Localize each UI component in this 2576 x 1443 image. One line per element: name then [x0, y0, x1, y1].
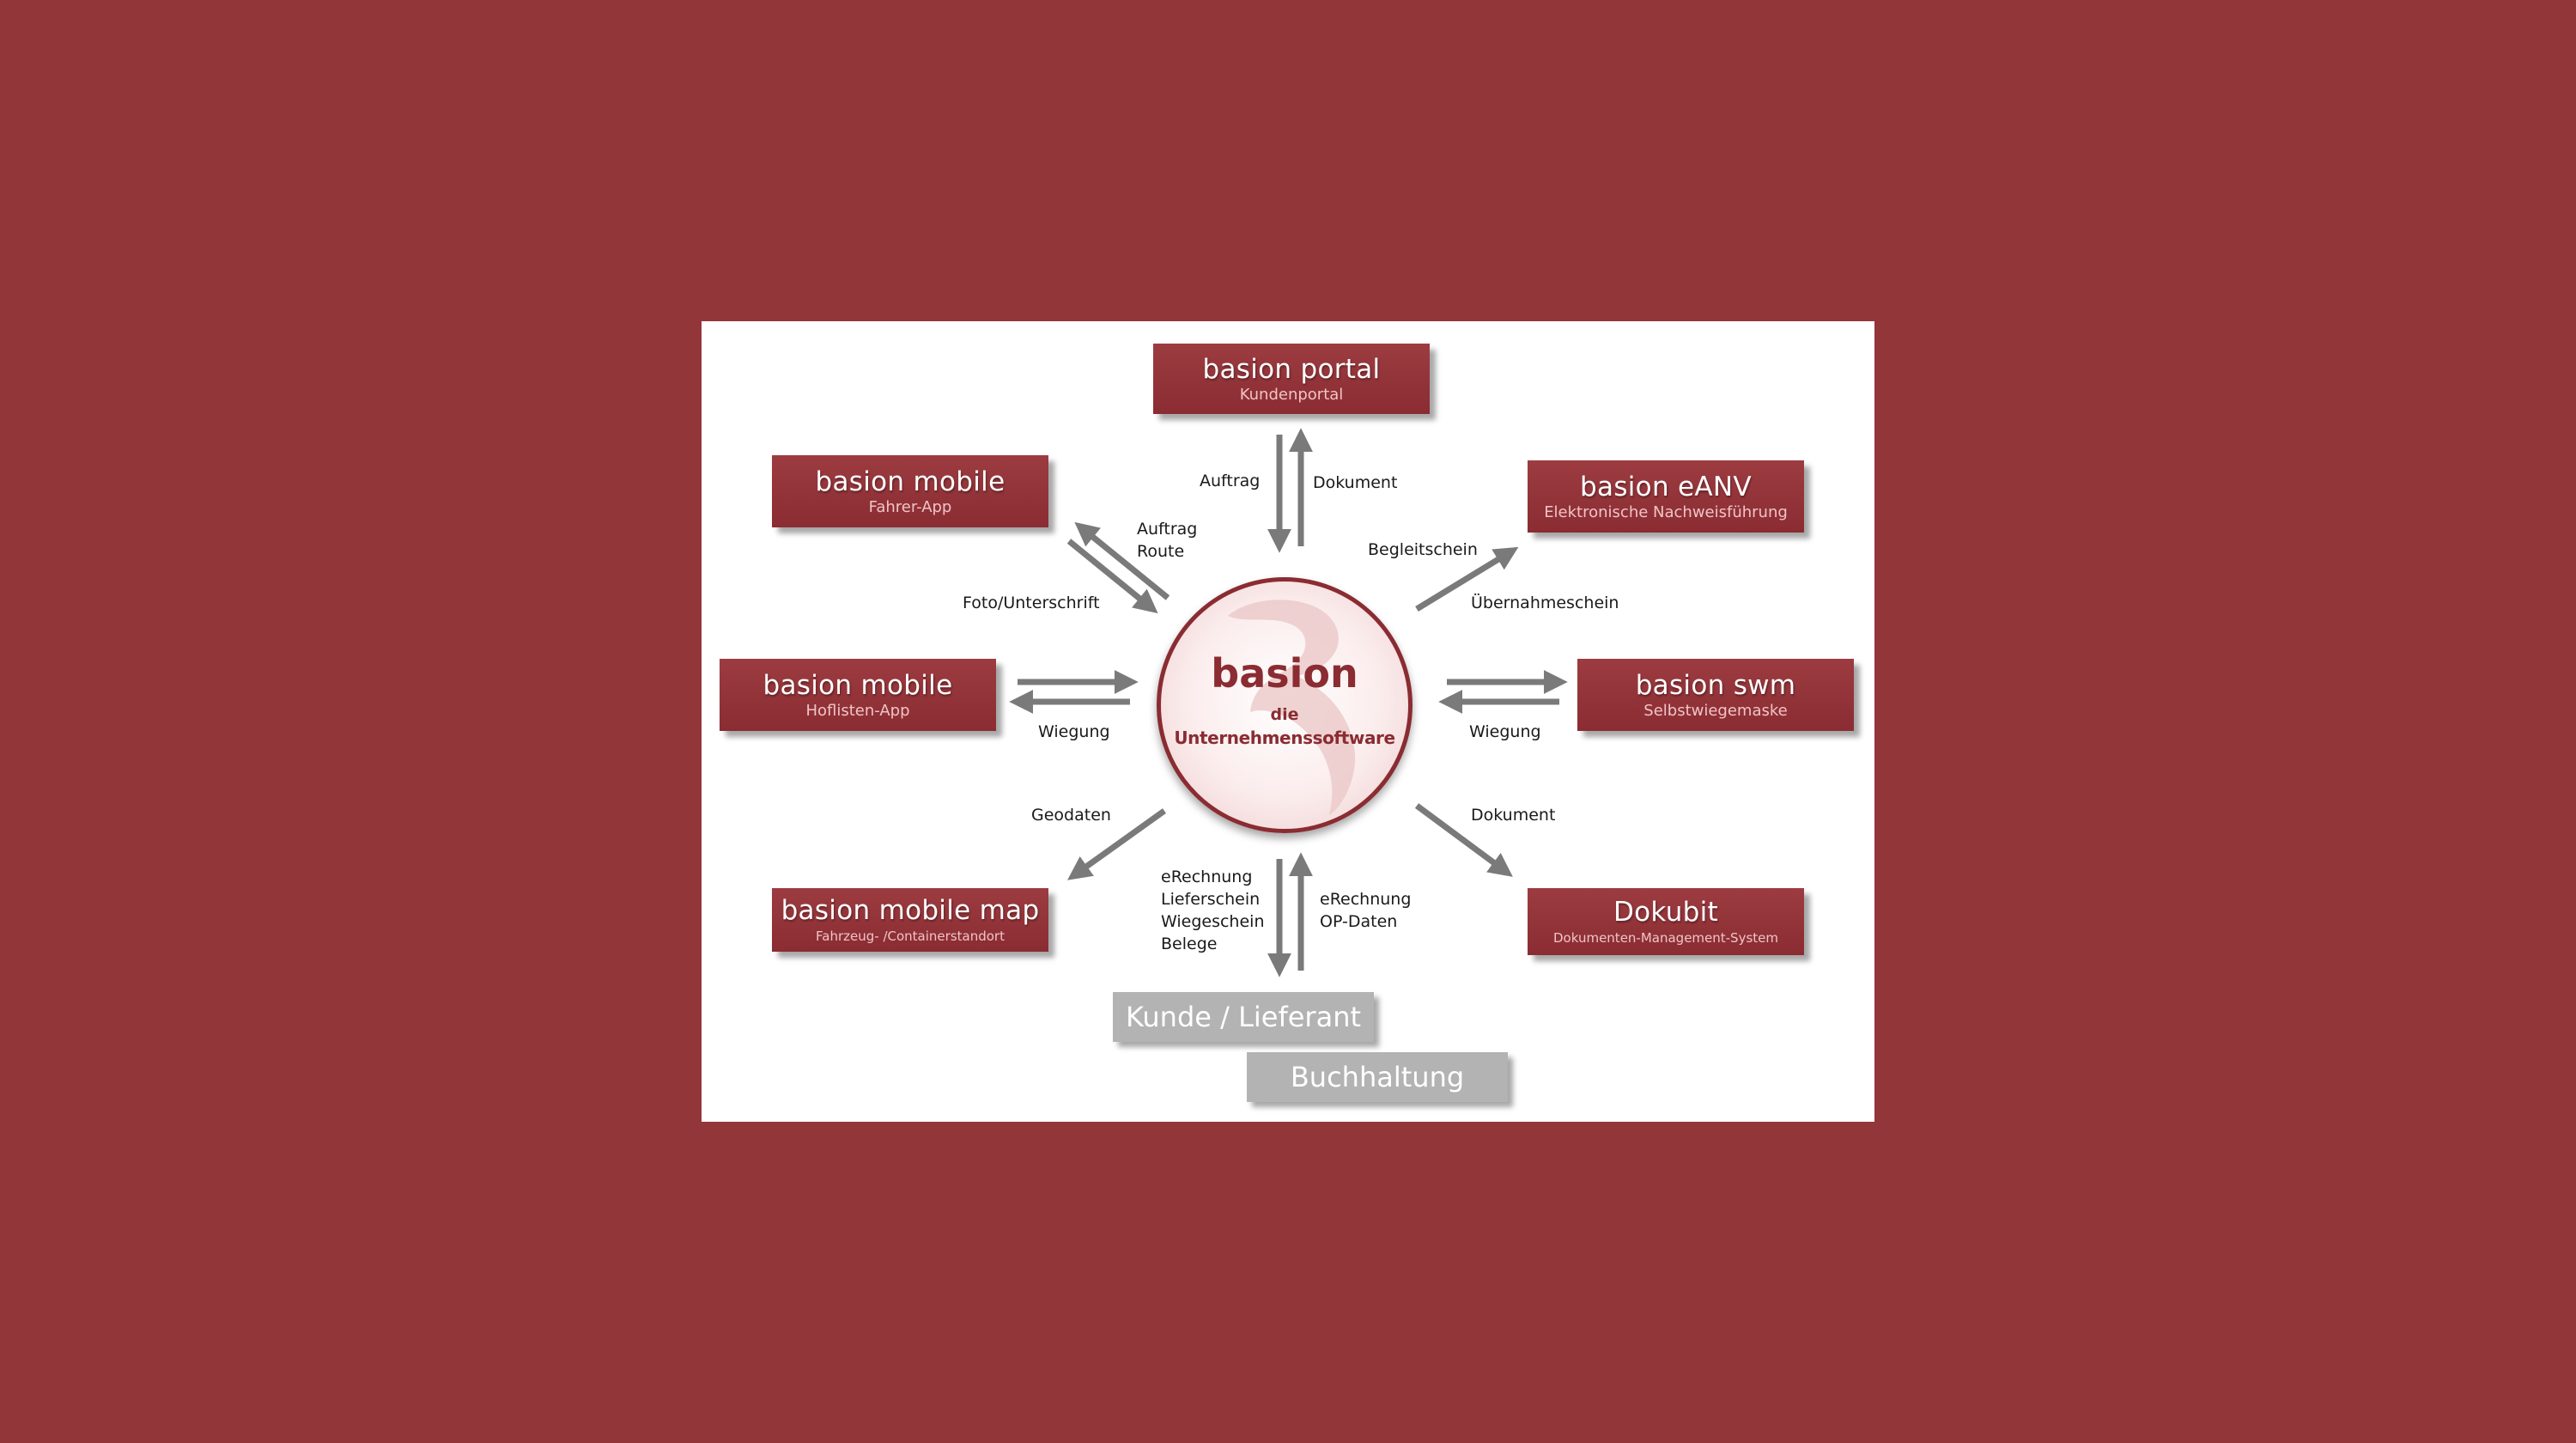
- label-begleitschein: Begleitschein: [1368, 540, 1478, 559]
- label-auftrag: Auftrag: [1200, 472, 1261, 490]
- node-basion-mobile-hofliste: basion mobile Hoflisten-App: [720, 659, 996, 731]
- node-subtitle: Dokumenten-Management-System: [1553, 929, 1778, 946]
- connector-arrows: [1009, 428, 1568, 977]
- label-foto-unterschrift: Foto/Unterschrift: [963, 594, 1100, 612]
- node-title: basion mobile: [762, 669, 953, 701]
- node-subtitle: Fahrer-App: [868, 497, 952, 516]
- box-buchhaltung: Buchhaltung: [1247, 1052, 1508, 1102]
- node-subtitle: Elektronische Nachweisführung: [1544, 502, 1788, 521]
- node-basion-swm: basion swm Selbstwiegemaske: [1577, 659, 1854, 731]
- basion-logo-mark: [1228, 600, 1356, 815]
- node-subtitle: Fahrzeug- /Containerstandort: [816, 928, 1005, 944]
- label-wiegung-right: Wiegung: [1469, 722, 1541, 741]
- label-bottom-right: eRechnung OP-Daten: [1320, 888, 1411, 933]
- basion-hub: basion die Unternehmenssoftware: [1157, 577, 1413, 833]
- box-kunde-lieferant: Kunde / Lieferant: [1113, 992, 1374, 1042]
- node-title: basion mobile: [815, 466, 1005, 497]
- hub-subtitle-software: Unternehmenssoftware: [1174, 728, 1395, 748]
- diagram-slide: basion die Unternehmenssoftware basion p…: [702, 321, 1874, 1122]
- node-basion-eanv: basion eANV Elektronische Nachweisführun…: [1528, 460, 1804, 533]
- node-title: basion portal: [1202, 353, 1381, 385]
- node-subtitle: Kundenportal: [1239, 385, 1344, 404]
- label-uebernahmeschein: Übernahmeschein: [1471, 594, 1619, 612]
- node-subtitle: Selbstwiegemaske: [1643, 701, 1788, 720]
- node-dokubit: Dokubit Dokumenten-Management-System: [1528, 888, 1804, 955]
- arrow-begleitschein-to-eanv: [1415, 546, 1519, 612]
- node-subtitle: Hoflisten-App: [805, 701, 910, 720]
- label-line: OP-Daten: [1320, 912, 1398, 931]
- label-wiegung-left: Wiegung: [1038, 722, 1110, 741]
- node-title: basion eANV: [1580, 471, 1752, 502]
- label-line: Lieferschein: [1161, 890, 1261, 909]
- node-basion-mobile-fahrer: basion mobile Fahrer-App: [772, 455, 1048, 527]
- label-geodaten: Geodaten: [1031, 806, 1111, 825]
- arrow-dokument-to-dokubit: [1414, 803, 1513, 877]
- node-title: basion mobile map: [781, 894, 1040, 926]
- node-title: basion swm: [1635, 669, 1796, 701]
- arrow-auftrag-route-to-app: [1074, 521, 1170, 600]
- label-line: Wiegeschein: [1161, 912, 1265, 931]
- label-line: eRechnung: [1161, 868, 1253, 886]
- label-auftrag-route: Auftrag Route: [1137, 518, 1197, 563]
- label-line: Auftrag: [1137, 520, 1198, 539]
- label-bottom-left: eRechnung Lieferschein Wiegeschein Beleg…: [1161, 866, 1265, 955]
- node-title: Dokubit: [1613, 896, 1719, 928]
- arrow-foto-to-hub: [1066, 539, 1158, 614]
- label-line: Route: [1137, 542, 1185, 561]
- hub-subtitle-die: die: [1270, 705, 1299, 724]
- node-basion-mobile-map: basion mobile map Fahrzeug- /Containerst…: [772, 888, 1048, 952]
- label-dokument-dokubit: Dokument: [1471, 806, 1556, 825]
- label-line: Belege: [1161, 935, 1218, 953]
- arrow-geodaten-to-map: [1067, 808, 1167, 880]
- label-line: eRechnung: [1320, 890, 1412, 909]
- node-basion-portal: basion portal Kundenportal: [1153, 344, 1430, 414]
- hub-title: basion: [1211, 650, 1358, 697]
- label-dokument-portal: Dokument: [1313, 473, 1398, 492]
